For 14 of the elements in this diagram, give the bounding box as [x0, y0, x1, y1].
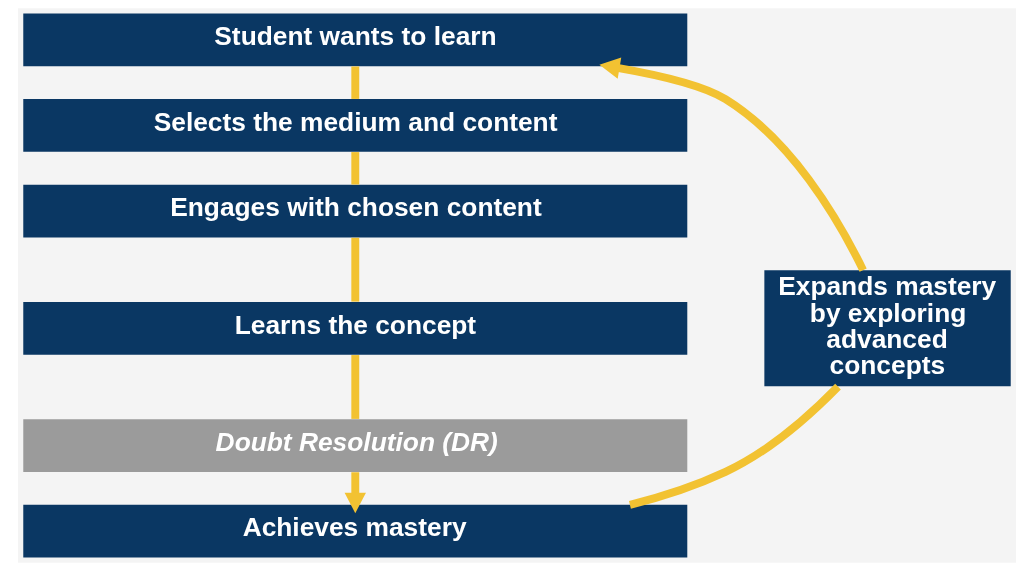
node-box: Doubt Resolution (DR) [23, 419, 688, 472]
node-box: Student wants to learn [23, 13, 688, 67]
node-box: Engages with chosen content [23, 184, 688, 238]
node-box: Learns the concept [23, 301, 688, 355]
arrow [344, 472, 366, 514]
connector [351, 237, 360, 302]
connector [351, 355, 360, 419]
connector [351, 66, 360, 99]
arrow [599, 57, 867, 272]
node-box: Achieves mastery [23, 504, 688, 558]
connector [351, 152, 360, 185]
node-box: Expands mastery by exploring advanced concepts [764, 270, 1011, 387]
node-box: Selects the medium and content [23, 99, 688, 152]
connector [628, 383, 841, 509]
